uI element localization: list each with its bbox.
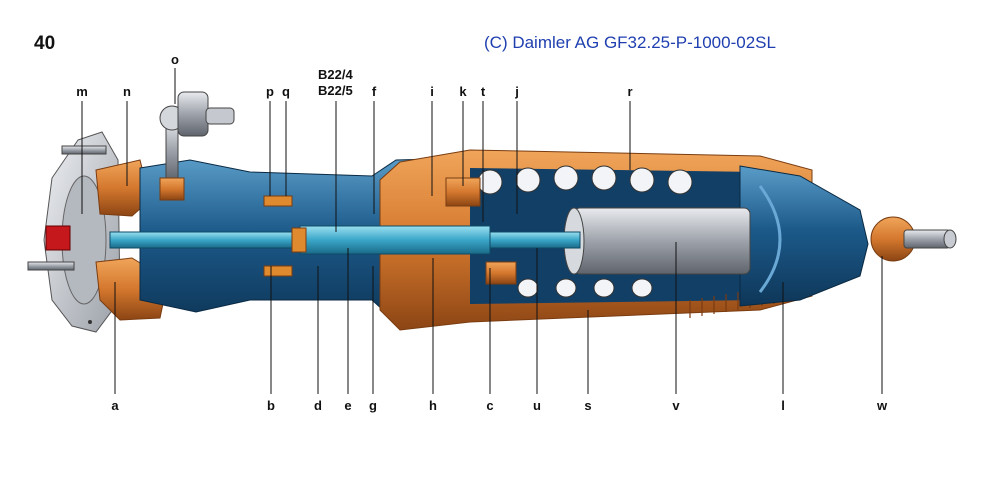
- part-label-e: e: [344, 398, 352, 413]
- piston-rod: [109, 225, 581, 255]
- sensor-label-b22-4: B22/4: [318, 67, 353, 82]
- part-label-b: b: [267, 398, 275, 413]
- part-label-i: i: [430, 84, 434, 99]
- part-label-a: a: [111, 398, 119, 413]
- part-label-q: q: [282, 84, 290, 99]
- internal-components: [263, 177, 517, 285]
- coil-spring: [477, 165, 693, 298]
- part-label-g: g: [369, 398, 377, 413]
- mounting-studs: [27, 145, 107, 271]
- part-label-n: n: [123, 84, 131, 99]
- part-label-l: l: [781, 398, 785, 413]
- piston: [563, 207, 751, 275]
- part-label-r: r: [627, 84, 633, 99]
- part-label-s: s: [584, 398, 592, 413]
- part-label-p: p: [266, 84, 274, 99]
- part-label-k: k: [459, 84, 467, 99]
- sensor-label-b22-5: B22/5: [318, 83, 353, 98]
- part-label-c: c: [486, 398, 494, 413]
- part-label-d: d: [314, 398, 322, 413]
- level-sensor-linkage: [159, 91, 235, 201]
- part-label-j: j: [515, 84, 519, 99]
- dust-boot: [739, 165, 869, 307]
- part-label-w: w: [876, 398, 888, 413]
- copyright-notice: (C) Daimler AG GF32.25-P-1000-02SL: [484, 33, 776, 52]
- leader-lines: [81, 68, 883, 394]
- part-label-f: f: [371, 84, 377, 99]
- part-label-t: t: [480, 84, 486, 99]
- part-label-o: o: [171, 52, 179, 67]
- part-label-v: v: [672, 398, 680, 413]
- part-label-h: h: [429, 398, 437, 413]
- end-nut: [45, 225, 71, 251]
- part-label-u: u: [533, 398, 541, 413]
- rod-eye: [870, 216, 957, 262]
- figure-number: 40: [34, 33, 56, 54]
- part-label-m: m: [76, 84, 88, 99]
